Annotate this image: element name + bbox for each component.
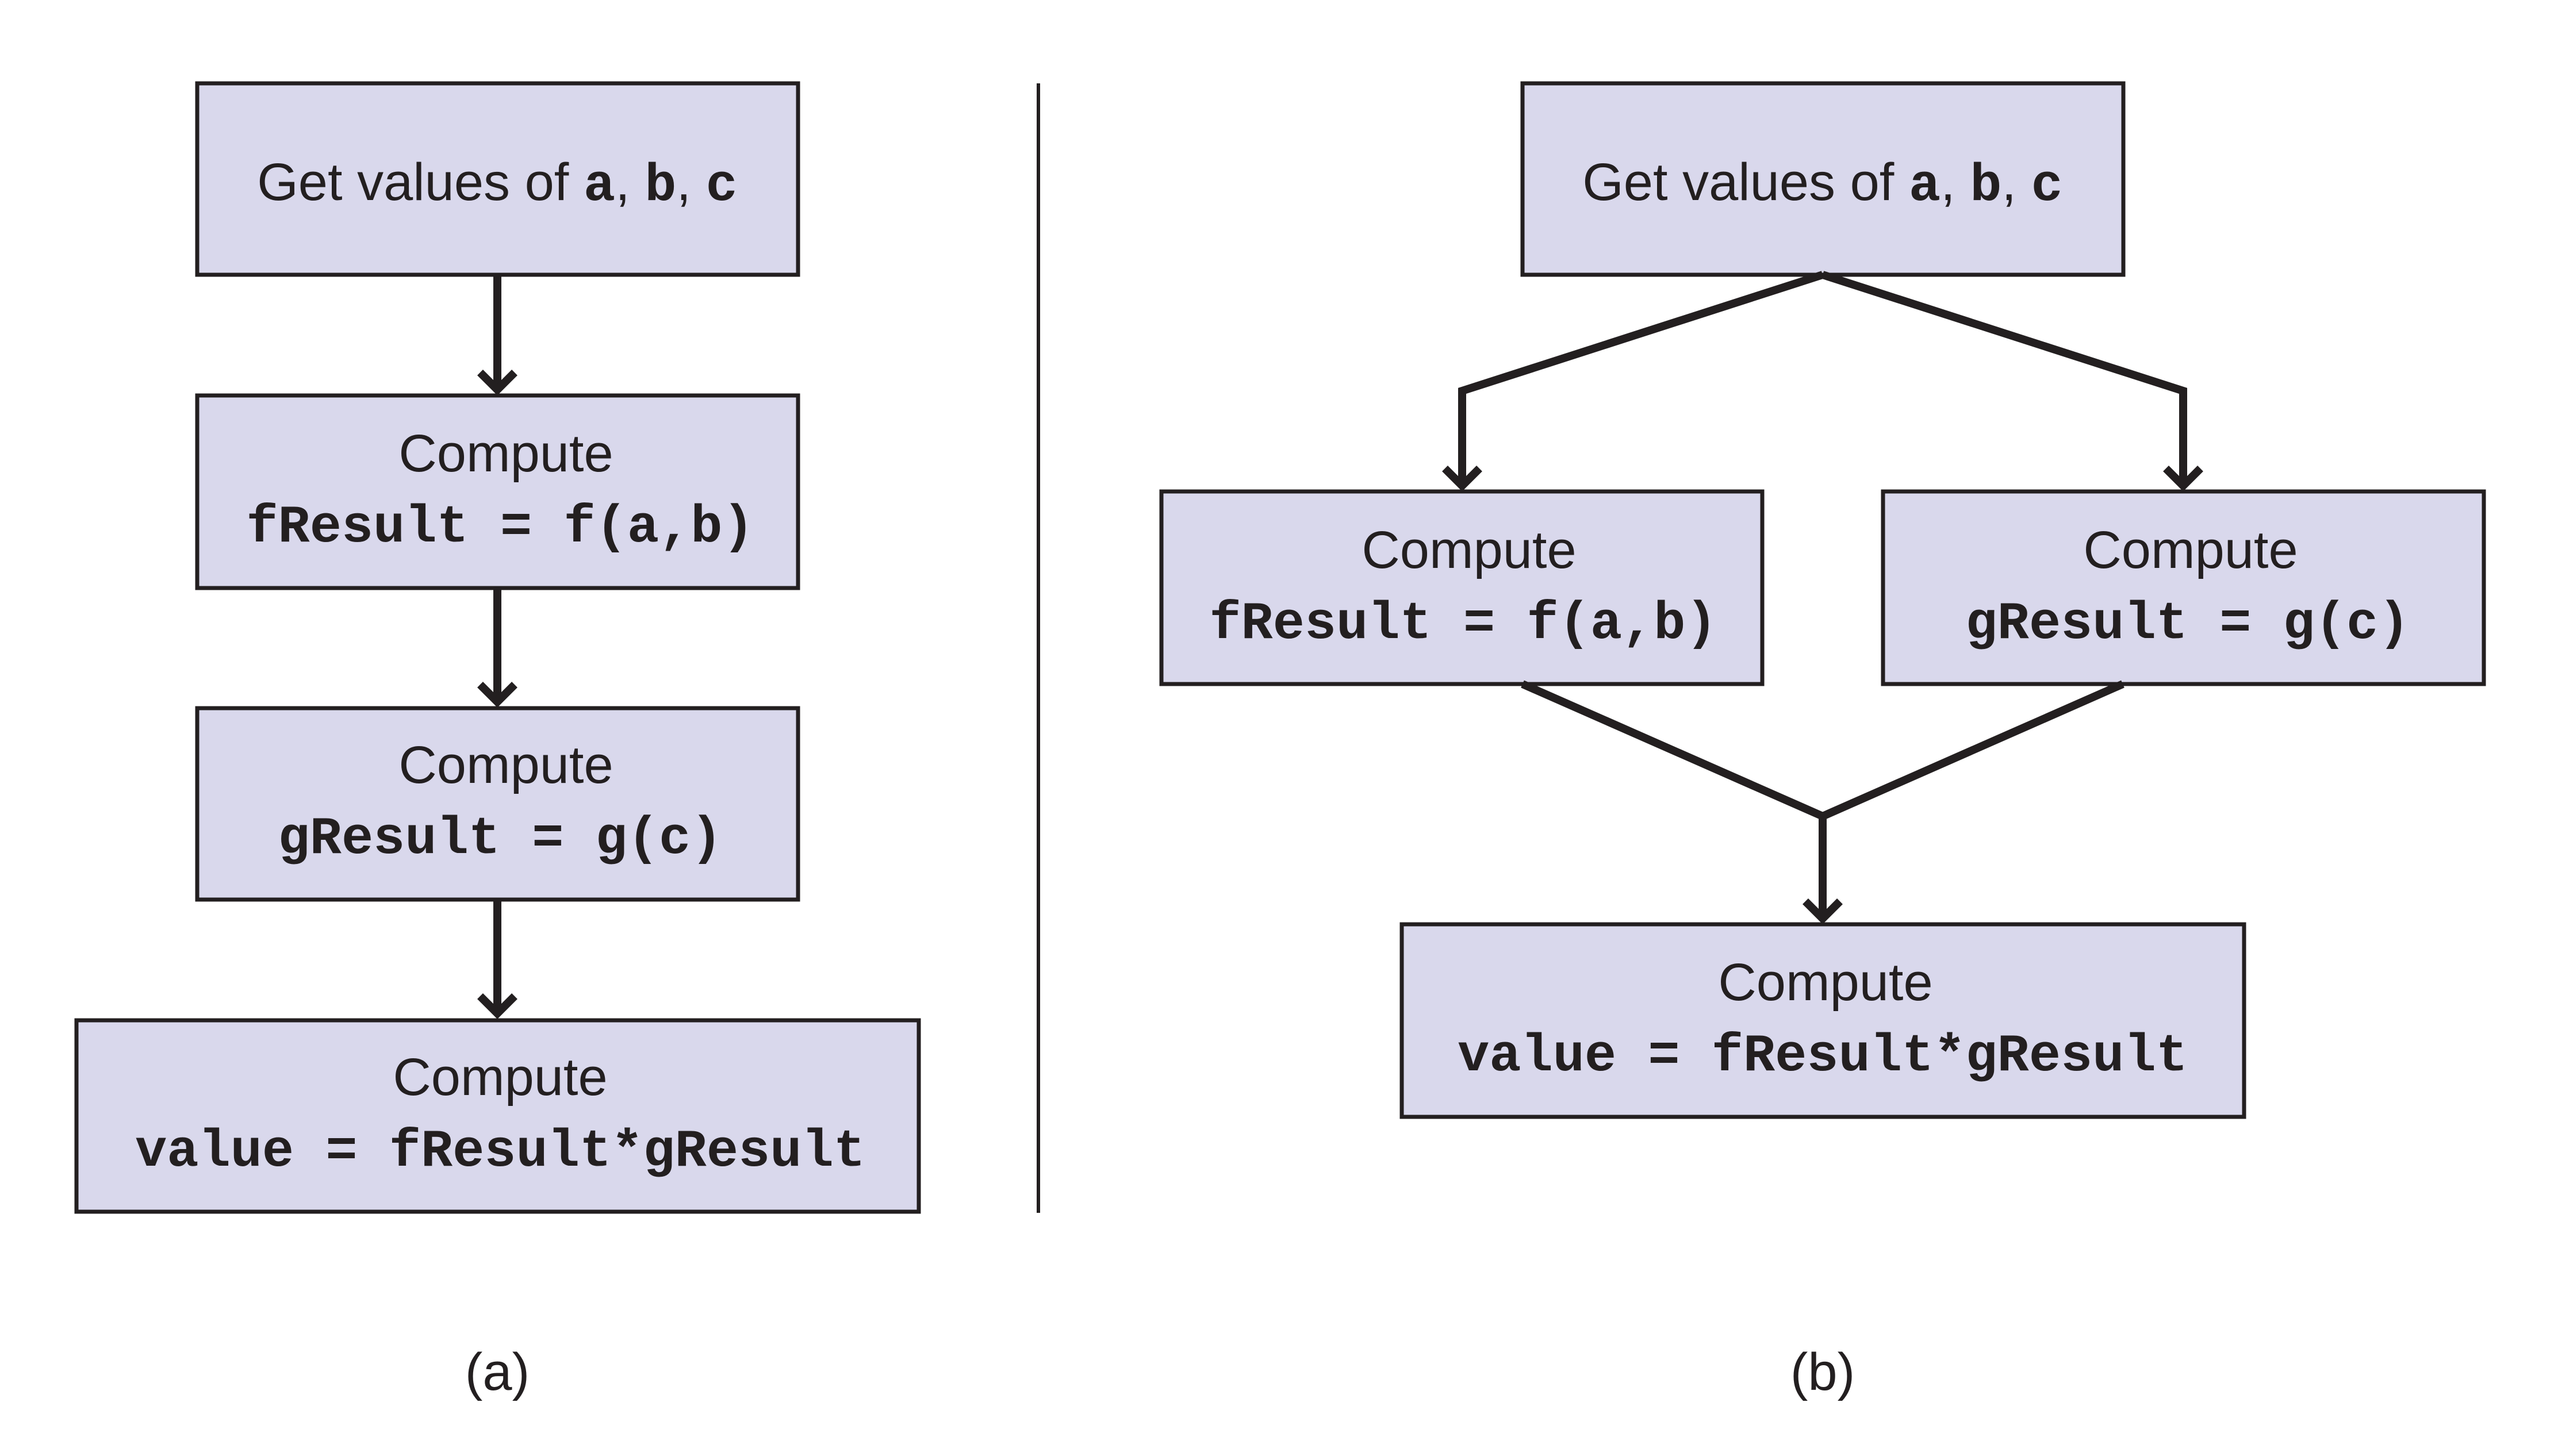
arrow-a-3 xyxy=(477,900,517,1019)
compute-g-code-b: gResult = g(c) xyxy=(1966,594,2410,654)
box-get-values-b: Get values of a, b, c xyxy=(1520,81,2126,277)
box-get-values-a: Get values of a, b, c xyxy=(195,81,800,277)
box-compute-g-b: Compute gResult = g(c) xyxy=(1881,489,2486,686)
compute-value-label-a: Compute xyxy=(393,1048,607,1107)
arrow-a-2 xyxy=(477,588,517,708)
compute-value-label-b: Compute xyxy=(1718,953,1932,1012)
compute-f-code-b: fResult = f(a,b) xyxy=(1209,594,1717,654)
get-values-text-a: Get values of a, b, c xyxy=(257,153,738,216)
arrow-b-merge xyxy=(1521,680,2125,924)
box-compute-g-a: Compute gResult = g(c) xyxy=(195,706,800,902)
arrow-b-split-right xyxy=(1821,271,2203,491)
get-values-text-b: Get values of a, b, c xyxy=(1582,153,2063,216)
box-compute-f-a: Compute fResult = f(a,b) xyxy=(195,393,800,590)
compute-value-code-b: value = fResult*gResult xyxy=(1458,1026,2188,1086)
compute-g-code-a: gResult = g(c) xyxy=(278,809,723,869)
box-compute-value-a: Compute value = fResult*gResult xyxy=(74,1018,921,1214)
box-compute-f-b: Compute fResult = f(a,b) xyxy=(1159,489,1765,686)
arrow-b-split-left xyxy=(1442,271,1824,491)
compute-value-code-a: value = fResult*gResult xyxy=(135,1121,865,1182)
box-compute-value-b: Compute value = fResult*gResult xyxy=(1399,922,2246,1119)
compute-f-label-a: Compute xyxy=(398,424,613,483)
panel-a: Get values of a, b, c Compute fResult = … xyxy=(74,81,921,1401)
compute-f-code-a: fResult = f(a,b) xyxy=(246,497,754,558)
panel-b: Get values of a, b, c Compute fResult = … xyxy=(1159,81,2486,1401)
compute-g-label-a: Compute xyxy=(398,736,613,794)
compute-g-label-b: Compute xyxy=(2083,521,2298,579)
caption-b: (b) xyxy=(1790,1343,1855,1401)
arrow-a-1 xyxy=(477,275,517,395)
caption-a: (a) xyxy=(465,1343,530,1401)
compute-f-label-b: Compute xyxy=(1362,521,1576,579)
